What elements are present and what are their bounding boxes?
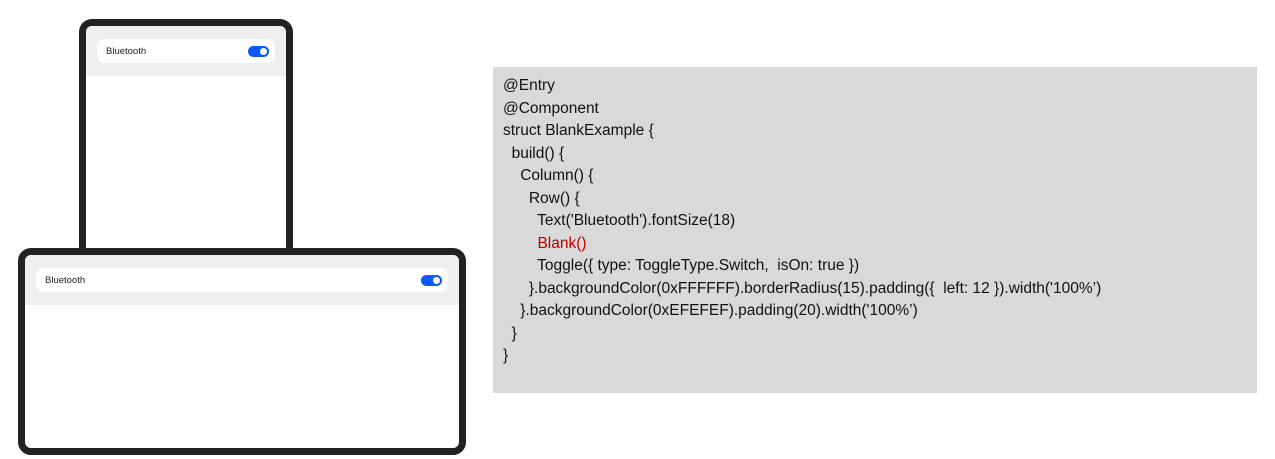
bluetooth-toggle[interactable] — [421, 274, 442, 286]
code-line: Column() { — [503, 167, 594, 184]
bluetooth-row: Bluetooth — [97, 39, 275, 63]
code-line: build() { — [503, 144, 565, 162]
code-line-highlighted: Blank() — [503, 234, 587, 252]
page-column: Bluetooth — [86, 26, 286, 76]
portrait-device-frame: Bluetooth — [79, 19, 293, 259]
code-line: Row() { — [503, 189, 580, 207]
toggle-knob — [260, 47, 267, 55]
bluetooth-row: Bluetooth — [36, 268, 448, 292]
code-line: }.backgroundColor(0xEFEFEF).padding(20).… — [503, 302, 918, 319]
code-line: }.backgroundColor(0xFFFFFF).borderRadius… — [503, 279, 1102, 297]
code-line: Text('Bluetooth').fontSize(18) — [503, 212, 736, 229]
bluetooth-label: Bluetooth — [45, 274, 86, 286]
code-panel: @Entry @Component struct BlankExample { … — [493, 67, 1257, 393]
code-line: Toggle({ type: ToggleType.Switch, isOn: … — [503, 257, 860, 274]
toggle-knob — [433, 276, 440, 284]
code-line: @Entry — [503, 77, 555, 94]
bluetooth-label: Bluetooth — [106, 45, 147, 57]
landscape-device-frame: Bluetooth — [18, 248, 466, 455]
page-column: Bluetooth — [25, 255, 459, 305]
bluetooth-toggle[interactable] — [248, 45, 269, 57]
code-line: struct BlankExample { — [503, 122, 654, 139]
code-line: } — [503, 324, 517, 342]
code-line: @Component — [503, 99, 599, 117]
code-line: } — [503, 347, 509, 364]
